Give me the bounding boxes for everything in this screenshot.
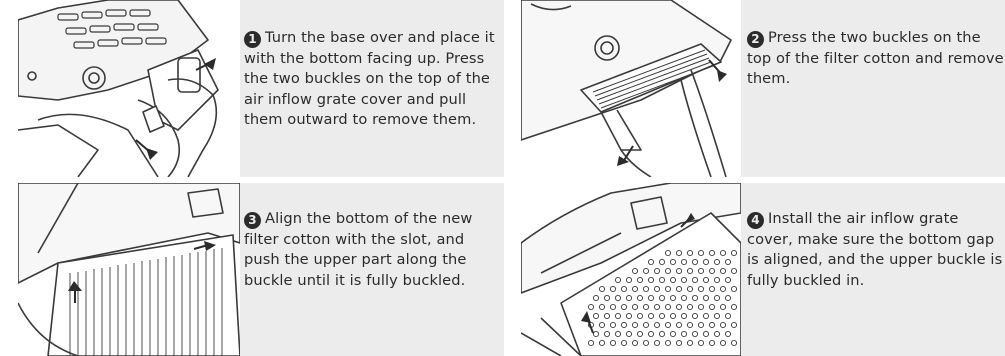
illustration-new-filter-install [18, 183, 240, 356]
step-number-badge: 3 [244, 212, 261, 229]
step-text: Align the bottom of the new filter cotto… [244, 210, 472, 289]
illustration-base-grate-removal [18, 0, 240, 177]
step-text: Press the two buckles on the top of the … [747, 29, 1004, 87]
step-number-badge: 1 [244, 31, 261, 48]
illustration-filter-cotton-removal [521, 0, 741, 177]
illustration-grate-cover-install [521, 183, 741, 356]
step-text: Turn the base over and place it with the… [244, 29, 495, 128]
step-number-badge: 4 [747, 212, 764, 229]
step-number-badge: 2 [747, 31, 764, 48]
step-text: Install the air inflow grate cover, make… [747, 210, 1002, 289]
